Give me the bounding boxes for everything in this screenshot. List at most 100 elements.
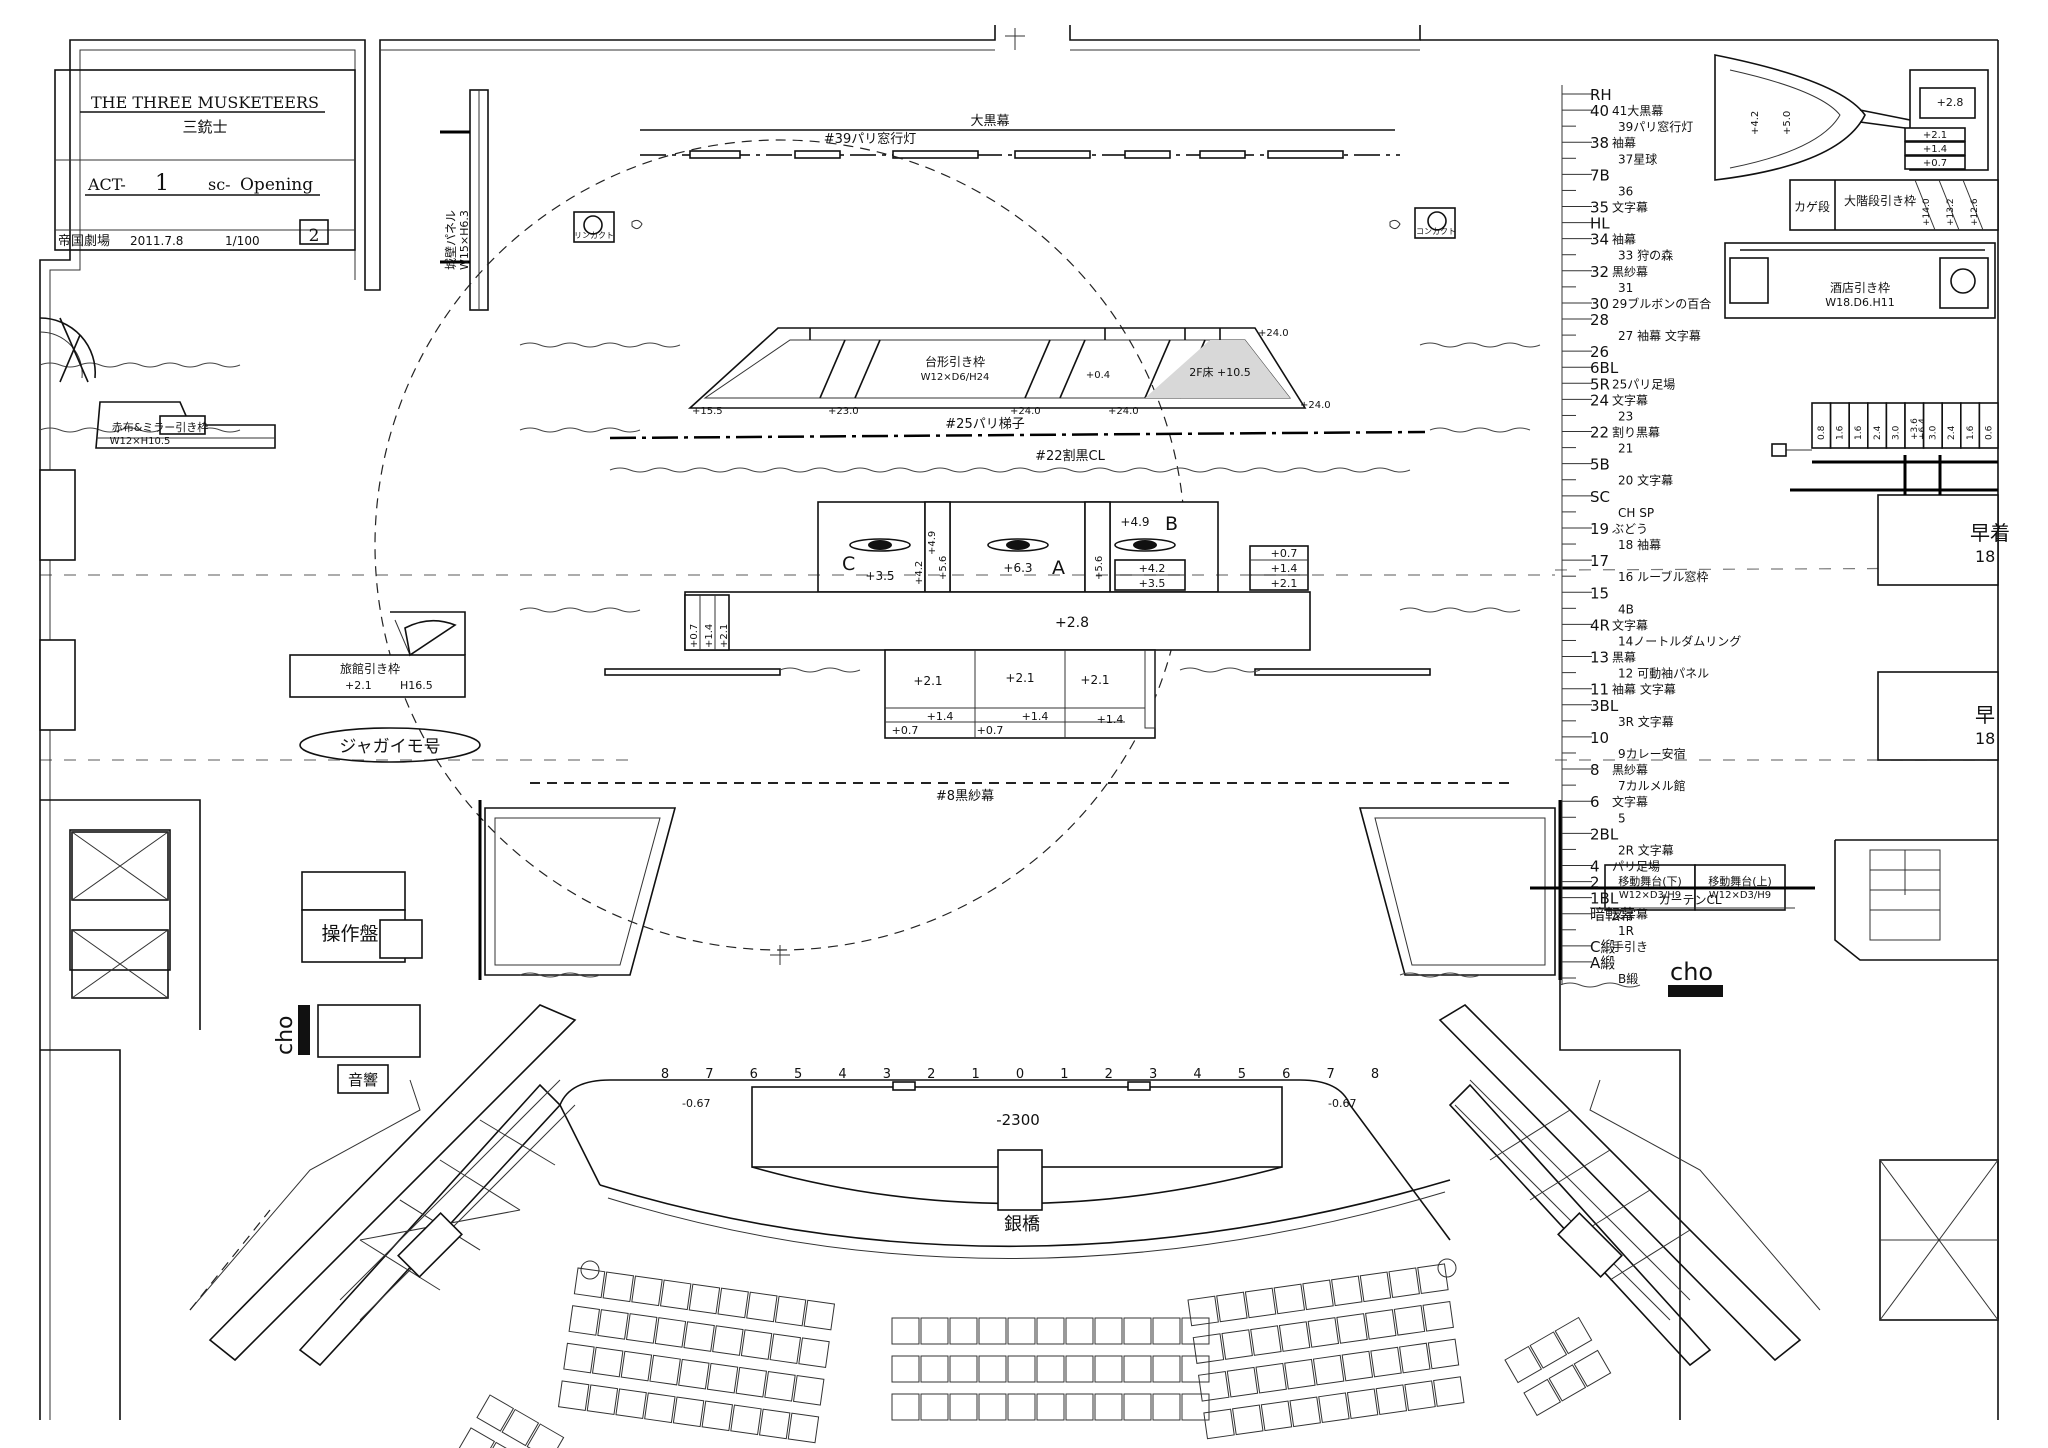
- front-step-07a: +0.7: [892, 724, 919, 737]
- fly-line-number: HL: [1590, 215, 1610, 233]
- inn-wagon-title: 旅館引き枠: [340, 661, 400, 676]
- seat: [1198, 1370, 1230, 1402]
- stair-steps: +2.1+1.4+0.7: [1904, 127, 1966, 170]
- seat: [1417, 1263, 1449, 1295]
- fly-line-desc: 9カレー安宿: [1618, 746, 1686, 761]
- fly-line-desc: 文字幕: [1612, 794, 1648, 809]
- stair-vertical-value: +14.0: [1922, 198, 1932, 226]
- seat: [625, 1313, 658, 1344]
- quick-change-2-sub: 18: [1975, 729, 1995, 748]
- seat: [1548, 1364, 1587, 1402]
- seat: [1255, 1362, 1287, 1394]
- unit-b-height: +4.9: [1120, 515, 1149, 529]
- seat: [620, 1350, 653, 1382]
- seat: [1232, 1404, 1264, 1436]
- fly-line-number: 2: [1590, 874, 1600, 892]
- seat: [730, 1404, 762, 1436]
- right-step-14: +1.4: [1271, 562, 1298, 575]
- seat: [891, 1355, 920, 1383]
- right-step-21: +2.1: [1271, 577, 1298, 590]
- fly-line-desc: 37星球: [1618, 152, 1657, 166]
- seat: [457, 1427, 496, 1448]
- castle-wall-panel: 城壁パネル W15×H6.3: [440, 89, 489, 311]
- seat: [586, 1384, 619, 1415]
- main-deck-height: +2.8: [1055, 615, 1089, 631]
- seat: [563, 1342, 595, 1374]
- big-stair-wagon: カゲ段 大階段引き枠 +14.0+13.2+12.6: [1789, 179, 1999, 231]
- stair-step-box: [1904, 127, 1966, 142]
- pit-depth-label: -2300: [996, 1111, 1040, 1129]
- flying-unit-value: 3.0: [1929, 425, 1939, 440]
- spot-right-label: コンカクト: [1416, 227, 1456, 236]
- unit-v42: +4.2: [914, 561, 925, 585]
- fly-line-number: 17: [1590, 552, 1609, 570]
- wagon-height-6: +24.0: [1258, 328, 1289, 339]
- sound-label: 音響: [348, 1071, 378, 1089]
- pit-number: 2: [927, 1067, 935, 1082]
- seat: [568, 1305, 601, 1336]
- fly-line-desc: 手引き: [1612, 940, 1648, 954]
- right-lighting-tower: [1438, 1003, 1821, 1367]
- act-number: 1: [155, 171, 169, 196]
- side-tracks: [604, 667, 1431, 676]
- big-stair-label: 大階段引き枠: [1844, 193, 1916, 208]
- seat: [1433, 1376, 1465, 1407]
- hotel-wagon-dims: W18.D6.H11: [1825, 296, 1895, 309]
- fly-line-desc: 文字幕: [1612, 617, 1648, 632]
- seat: [1365, 1309, 1397, 1340]
- pit-number: 6: [750, 1067, 758, 1082]
- flying-unit-cell: [1960, 402, 1981, 449]
- fly-line-number: 6: [1590, 793, 1600, 811]
- right-stairwell: [1834, 839, 1999, 1321]
- seat: [978, 1355, 1007, 1383]
- seat: [920, 1355, 949, 1383]
- fly-line-desc: 31: [1618, 281, 1633, 295]
- show-title-ja: 三銃士: [182, 118, 227, 136]
- red-sail-label: 赤布&ミラー引き枠: [112, 420, 209, 434]
- fly-line-number: 35: [1590, 199, 1609, 217]
- fly-line-desc: 1R: [1618, 924, 1634, 938]
- fly-line-number: 7B: [1590, 166, 1610, 184]
- seat: [1244, 1287, 1277, 1319]
- seat: [769, 1333, 802, 1364]
- fly-line-desc: 5: [1618, 811, 1626, 825]
- side-masking-panels: [478, 800, 1562, 980]
- left-step-07: +0.7: [689, 624, 700, 648]
- seat: [740, 1329, 773, 1360]
- stair-step-box: [1904, 155, 1966, 170]
- seat: [920, 1317, 949, 1345]
- seat: [654, 1317, 687, 1348]
- flying-unit-cell: [1867, 402, 1888, 449]
- stair-hatch: [1914, 179, 1936, 231]
- fly-line-desc: 黒紗幕: [1612, 763, 1648, 777]
- seat-marker: [1437, 1258, 1457, 1278]
- stair-height: +2.8: [1937, 96, 1964, 109]
- front-step-07b: +0.7: [977, 724, 1004, 737]
- fly-line-desc: 41大黒幕: [1612, 104, 1663, 118]
- wagon-height-4: +24.0: [1108, 406, 1139, 417]
- quick-change-1-sub: 18: [1975, 547, 1995, 566]
- seat: [1427, 1338, 1460, 1370]
- fly-line-desc: CH SP: [1618, 506, 1654, 520]
- seat: [1422, 1301, 1454, 1332]
- stair-vertical-values: +14.0+13.2+12.6: [1914, 179, 1984, 231]
- fly-line-number: 5R: [1590, 375, 1610, 393]
- stair-step-box: [1904, 141, 1966, 156]
- window-light-units: [689, 150, 1344, 159]
- fly-line-desc: 2R 文字幕: [1618, 842, 1674, 857]
- fly-line-number: C緞: [1590, 938, 1615, 956]
- seat: [482, 1441, 521, 1448]
- fly-line-desc: 12 可動袖パネル: [1618, 666, 1709, 681]
- inn-wagon: 旅館引き枠 +2.1 H16.5: [289, 611, 466, 698]
- seat: [1181, 1393, 1210, 1421]
- stair-vertical-value: +13.2: [1946, 198, 1956, 226]
- fly-line-number: 4R: [1590, 616, 1610, 634]
- fly-line-number: 11: [1590, 681, 1609, 699]
- seat: [597, 1309, 629, 1340]
- black-gauze-label: #8黒紗幕: [936, 789, 994, 804]
- sheet-number: 2: [309, 226, 320, 246]
- fly-line-desc: 袖幕: [1612, 135, 1636, 150]
- pit-right-value: -0.67: [1328, 1097, 1356, 1110]
- potato-ship-label: ジャガイモ号: [339, 737, 440, 757]
- flying-unit-cell: [1978, 402, 1999, 449]
